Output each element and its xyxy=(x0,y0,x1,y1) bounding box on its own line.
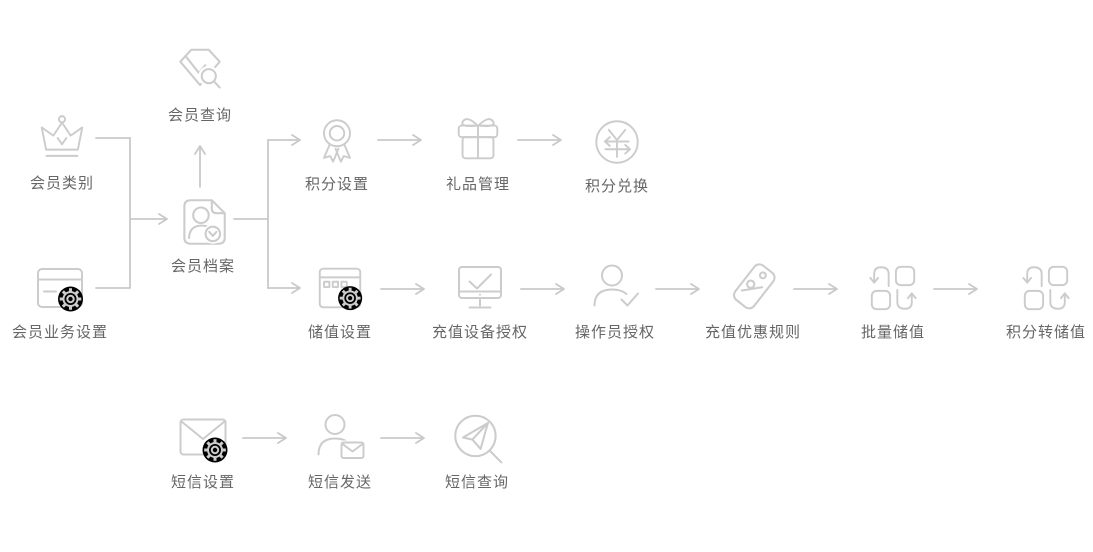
crown-icon xyxy=(40,115,84,157)
node-label: 充值优惠规则 xyxy=(704,324,802,341)
connector-branch-right xyxy=(233,134,301,294)
person-mail-icon xyxy=(317,414,366,461)
node-label: 积分兑换 xyxy=(584,178,650,195)
node-label: 积分设置 xyxy=(304,176,370,193)
flow-arrow xyxy=(517,134,562,146)
flow-arrow xyxy=(793,283,838,295)
transfer-blocks-icon xyxy=(869,265,917,311)
gift-icon xyxy=(457,118,499,160)
flow-arrow xyxy=(655,283,700,295)
yen-exchange-icon xyxy=(595,120,639,164)
flow-arrow xyxy=(933,283,978,295)
node-label: 充值设备授权 xyxy=(431,324,529,341)
mail-gear-icon xyxy=(179,418,229,464)
gem-search-icon xyxy=(179,48,221,89)
flow-arrow xyxy=(520,283,565,295)
plane-search-icon xyxy=(454,414,503,464)
flow-arrow xyxy=(380,432,425,444)
card-gear-icon xyxy=(37,268,85,313)
node-label: 操作员授权 xyxy=(574,324,656,341)
node-label: 会员档案 xyxy=(170,258,236,275)
connector-merge-left xyxy=(95,137,168,289)
node-label: 短信设置 xyxy=(170,474,236,491)
node-label: 礼品管理 xyxy=(445,176,511,193)
node-label: 会员类别 xyxy=(29,175,95,192)
monitor-check-icon xyxy=(458,266,502,309)
node-label: 批量储值 xyxy=(860,324,926,341)
node-label: 短信发送 xyxy=(307,474,373,491)
node-label: 储值设置 xyxy=(307,324,373,341)
node-label: 会员业务设置 xyxy=(11,324,109,341)
flow-arrow xyxy=(242,432,287,444)
flow-arrow xyxy=(380,283,425,295)
arrow-up-to-member-query xyxy=(194,145,206,188)
node-label: 短信查询 xyxy=(444,474,510,491)
member-file-icon xyxy=(183,199,226,245)
node-label: 积分转储值 xyxy=(1005,324,1087,341)
person-check-icon xyxy=(593,264,639,307)
node-label: 会员查询 xyxy=(167,107,233,124)
flow-arrow xyxy=(377,134,422,146)
window-gear-icon xyxy=(318,267,364,312)
discount-tag-icon xyxy=(732,263,776,310)
medal-icon xyxy=(323,119,351,163)
transfer-blocks-icon xyxy=(1022,265,1070,311)
